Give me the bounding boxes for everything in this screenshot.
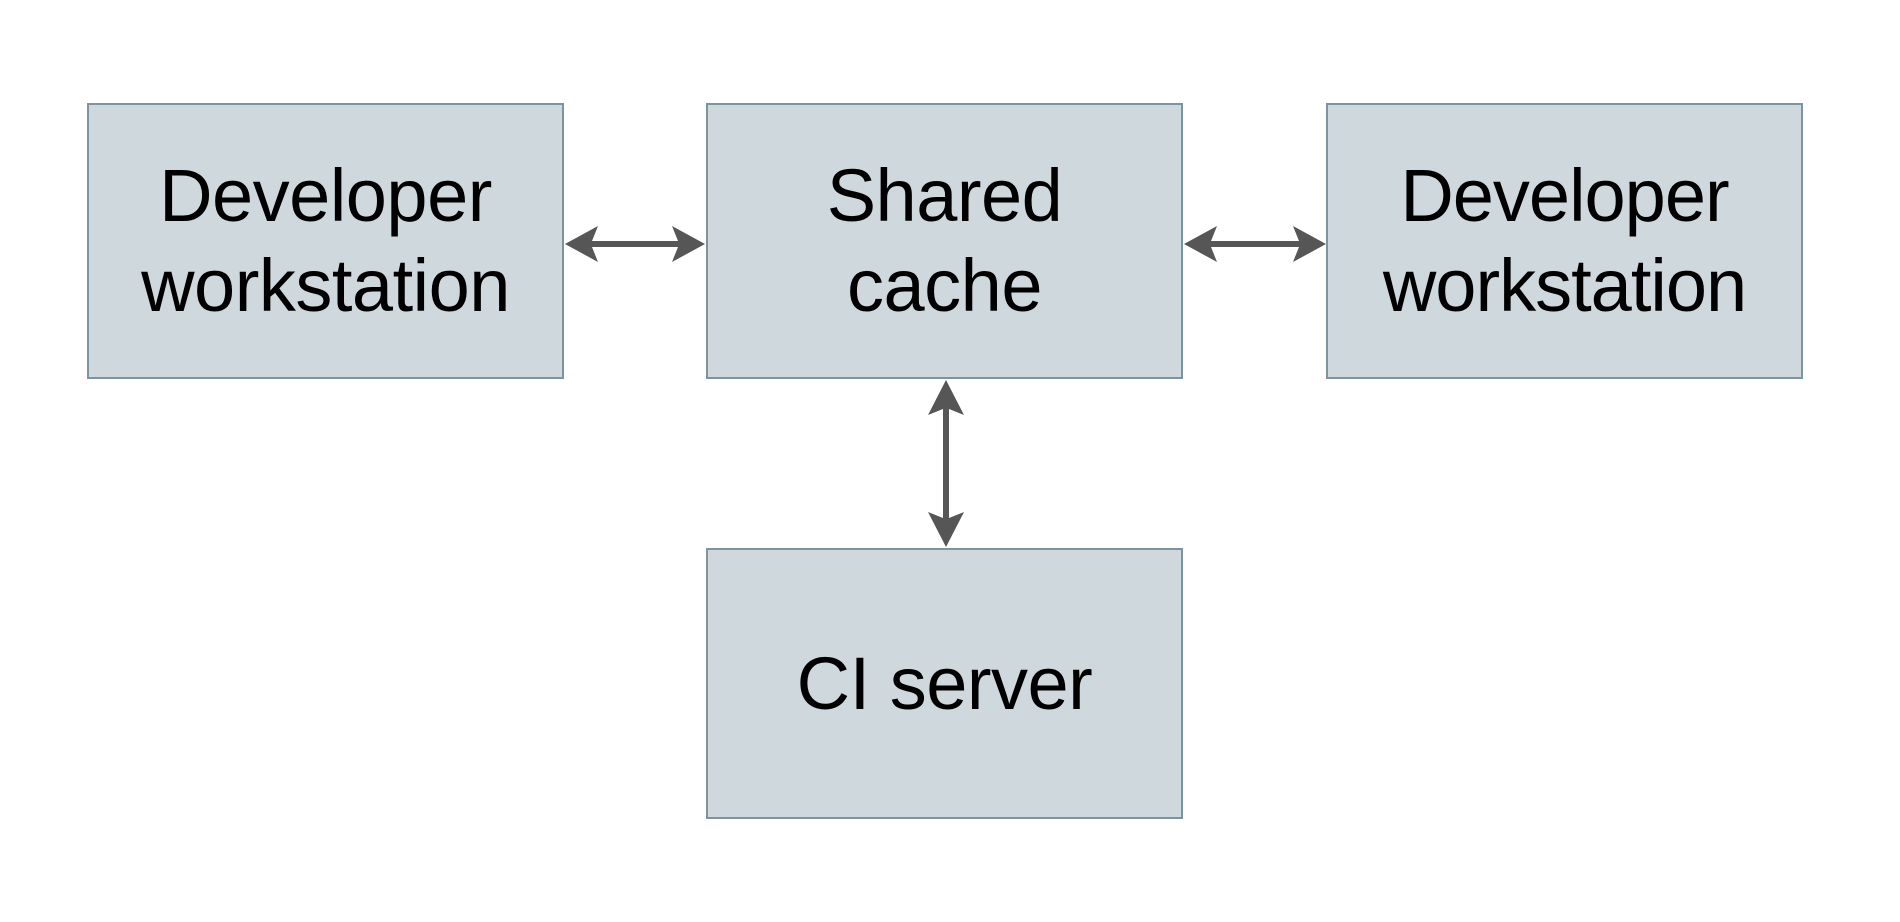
- node-label: Shared cache: [826, 154, 1063, 327]
- edge-developer-left-to-shared-cache-arrow: [565, 226, 705, 262]
- node-label: CI server: [796, 641, 1093, 725]
- node-developer-workstation-left[interactable]: Developer workstation: [87, 103, 564, 379]
- node-shared-cache[interactable]: Shared cache: [706, 103, 1183, 379]
- node-label: Developer workstation: [1382, 154, 1747, 327]
- node-label: Developer workstation: [141, 154, 510, 327]
- edge-shared-cache-to-developer-right-arrow: [1184, 226, 1326, 262]
- edge-shared-cache-to-ci-server-arrow: [928, 380, 964, 547]
- node-ci-server[interactable]: CI server: [706, 548, 1183, 819]
- node-developer-workstation-right[interactable]: Developer workstation: [1326, 103, 1803, 379]
